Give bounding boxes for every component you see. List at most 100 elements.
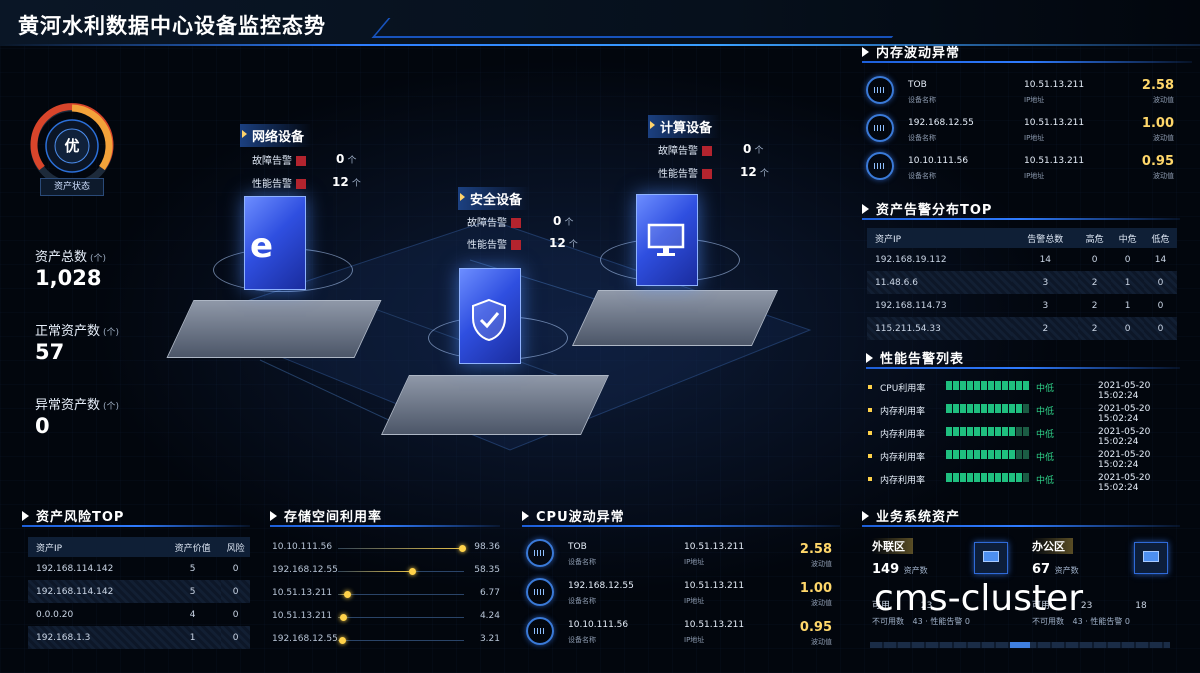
monitor-icon: [974, 542, 1008, 574]
storage-name: 10.51.13.211: [272, 611, 333, 621]
storage-row[interactable]: 10.51.13.211 4.24: [270, 609, 502, 632]
storage-row[interactable]: 192.168.12.55 58.35: [270, 563, 502, 586]
mem-wave-name-caption: 设备名称: [908, 96, 936, 104]
compute-perf-value: 12 个: [740, 165, 769, 179]
mem-wave-row[interactable]: 10.10.111.56 设备名称 10.51.13.211 IP地址 0.95…: [862, 146, 1192, 184]
zone-name: 外联区: [872, 538, 913, 554]
gauge-label: 资产状态: [40, 178, 104, 196]
cell-ip: 0.0.0.20: [36, 609, 74, 620]
mem-wave-ip-caption: IP地址: [1024, 172, 1045, 180]
perf-time: 2021-05-20 15:02:24: [1098, 450, 1151, 470]
security-fault-row: 故障告警: [467, 214, 521, 229]
storage-row[interactable]: 192.168.12.55 3.21: [270, 632, 502, 655]
perf-time: 2021-05-20 15:02:24: [1098, 473, 1151, 493]
cell-ip: 11.48.6.6: [867, 271, 1013, 294]
security-perf-row: 性能告警: [467, 236, 521, 251]
cpu-wave-name-caption: 设备名称: [568, 636, 596, 644]
cell-ip: 115.211.54.33: [867, 317, 1013, 340]
mem-wave-header: 内存波动异常: [862, 41, 1192, 63]
list-item[interactable]: CPU利用率 中低 2021-05-20 15:02:24: [868, 381, 1180, 404]
perf-level: 中低: [1036, 384, 1055, 394]
storage-fill: [338, 548, 462, 549]
storage-value: 3.21: [479, 634, 500, 644]
cpu-wave-ip-caption: IP地址: [684, 558, 705, 566]
mem-wave-row[interactable]: 192.168.12.55 设备名称 10.51.13.211 IP地址 1.0…: [862, 108, 1192, 146]
perf-bar: [946, 381, 1030, 393]
perf-level: 中低: [1036, 407, 1055, 417]
col-asset-value: 资产价值: [163, 537, 222, 557]
cpu-wave-row[interactable]: 10.10.111.56 设备名称 10.51.13.211 IP地址 0.95…: [522, 612, 838, 650]
storage-row[interactable]: 10.51.13.211 6.77: [270, 586, 502, 609]
shield-icon: [472, 298, 506, 342]
stat-abnormal-value: 0: [35, 414, 50, 438]
cell-total: 14: [1039, 254, 1052, 265]
storage-value: 58.35: [474, 565, 500, 575]
list-item[interactable]: 内存利用率 中低 2021-05-20 15:02:24: [868, 427, 1180, 450]
cell-total: 3: [1012, 271, 1079, 294]
list-item[interactable]: 内存利用率 中低 2021-05-20 15:02:24: [868, 473, 1180, 496]
mem-wave-value: 1.00: [1141, 116, 1174, 131]
mem-wave-name: TOB: [908, 80, 927, 90]
mem-wave-row[interactable]: TOB 设备名称 10.51.13.211 IP地址 2.58 波动值: [862, 70, 1192, 108]
cell-high: 2: [1078, 317, 1112, 340]
network-fault-value: 0 个: [336, 152, 357, 166]
cell-low: 0: [1144, 317, 1177, 340]
cpu-wave-row[interactable]: TOB 设备名称 10.51.13.211 IP地址 2.58 波动值: [522, 534, 838, 572]
zone-card-office[interactable]: 办公区 67 资产数 可用 23 18 不可用数 43 · 性能告警 0: [1030, 538, 1172, 638]
storage-header: 存储空间利用率: [270, 505, 500, 527]
mem-wave-name: 192.168.12.55: [908, 118, 974, 128]
perf-bar: [946, 404, 1030, 416]
list-item[interactable]: 内存利用率 中低 2021-05-20 15:02:24: [868, 404, 1180, 427]
cpu-wave-name: 10.10.111.56: [568, 620, 629, 630]
cell-mid: 1: [1124, 300, 1131, 311]
network-perf-value: 12 个: [332, 175, 361, 189]
mem-wave-name: 10.10.111.56: [908, 156, 969, 166]
cell-ip: 192.168.114.142: [36, 563, 114, 574]
browser-icon: e: [250, 226, 274, 266]
storage-dot: [343, 591, 351, 598]
network-device-title: 网络设备: [240, 124, 313, 147]
storage-row[interactable]: 10.10.111.56 98.36: [270, 540, 502, 563]
cell-ip: 192.168.19.112: [875, 254, 947, 265]
col-asset-ip: 资产IP: [867, 228, 1013, 248]
cpu-wave-name: 192.168.12.55: [568, 581, 634, 591]
cpu-wave-ip: 10.51.13.211: [684, 581, 745, 591]
cell-risk: 0: [221, 626, 250, 649]
cpu-wave-ip-caption: IP地址: [684, 636, 705, 644]
scrollbar-thumb[interactable]: [1010, 642, 1030, 648]
watermark-text: cms-cluster: [874, 578, 1084, 619]
cpu-wave-name-caption: 设备名称: [568, 558, 596, 566]
bullet-icon: [868, 385, 872, 389]
cell-high: 2: [1078, 271, 1112, 294]
storage-dot: [408, 568, 416, 575]
col-risk: 风险: [221, 537, 250, 557]
bullet-icon: [868, 454, 872, 458]
cpu-wave-header: CPU波动异常: [522, 505, 840, 527]
perf-name: 内存利用率: [880, 476, 926, 486]
storage-track: [338, 617, 464, 618]
gauge-grade: 优: [64, 137, 80, 155]
cell-risk: 0: [232, 609, 239, 620]
compute-device-title: 计算设备: [648, 115, 721, 138]
zone-avail: 可用 23 18: [1032, 601, 1147, 611]
security-chip-base: [381, 375, 609, 435]
zone-card-external[interactable]: 外联区 149 资产数 可用 23 不可用数 43 · 性能告警 0: [870, 538, 1012, 638]
mem-wave-ip-caption: IP地址: [1024, 96, 1045, 104]
cpu-wave-row[interactable]: 192.168.12.55 设备名称 10.51.13.211 IP地址 1.0…: [522, 573, 838, 611]
mem-wave-name-caption: 设备名称: [908, 134, 936, 142]
perf-level: 中低: [1036, 430, 1055, 440]
list-item[interactable]: 内存利用率 中低 2021-05-20 15:02:24: [868, 450, 1180, 473]
biz-scrollbar[interactable]: [870, 642, 1170, 648]
stat-total-value: 1,028: [35, 266, 102, 290]
cpu-wave-ip: 10.51.13.211: [684, 620, 745, 630]
